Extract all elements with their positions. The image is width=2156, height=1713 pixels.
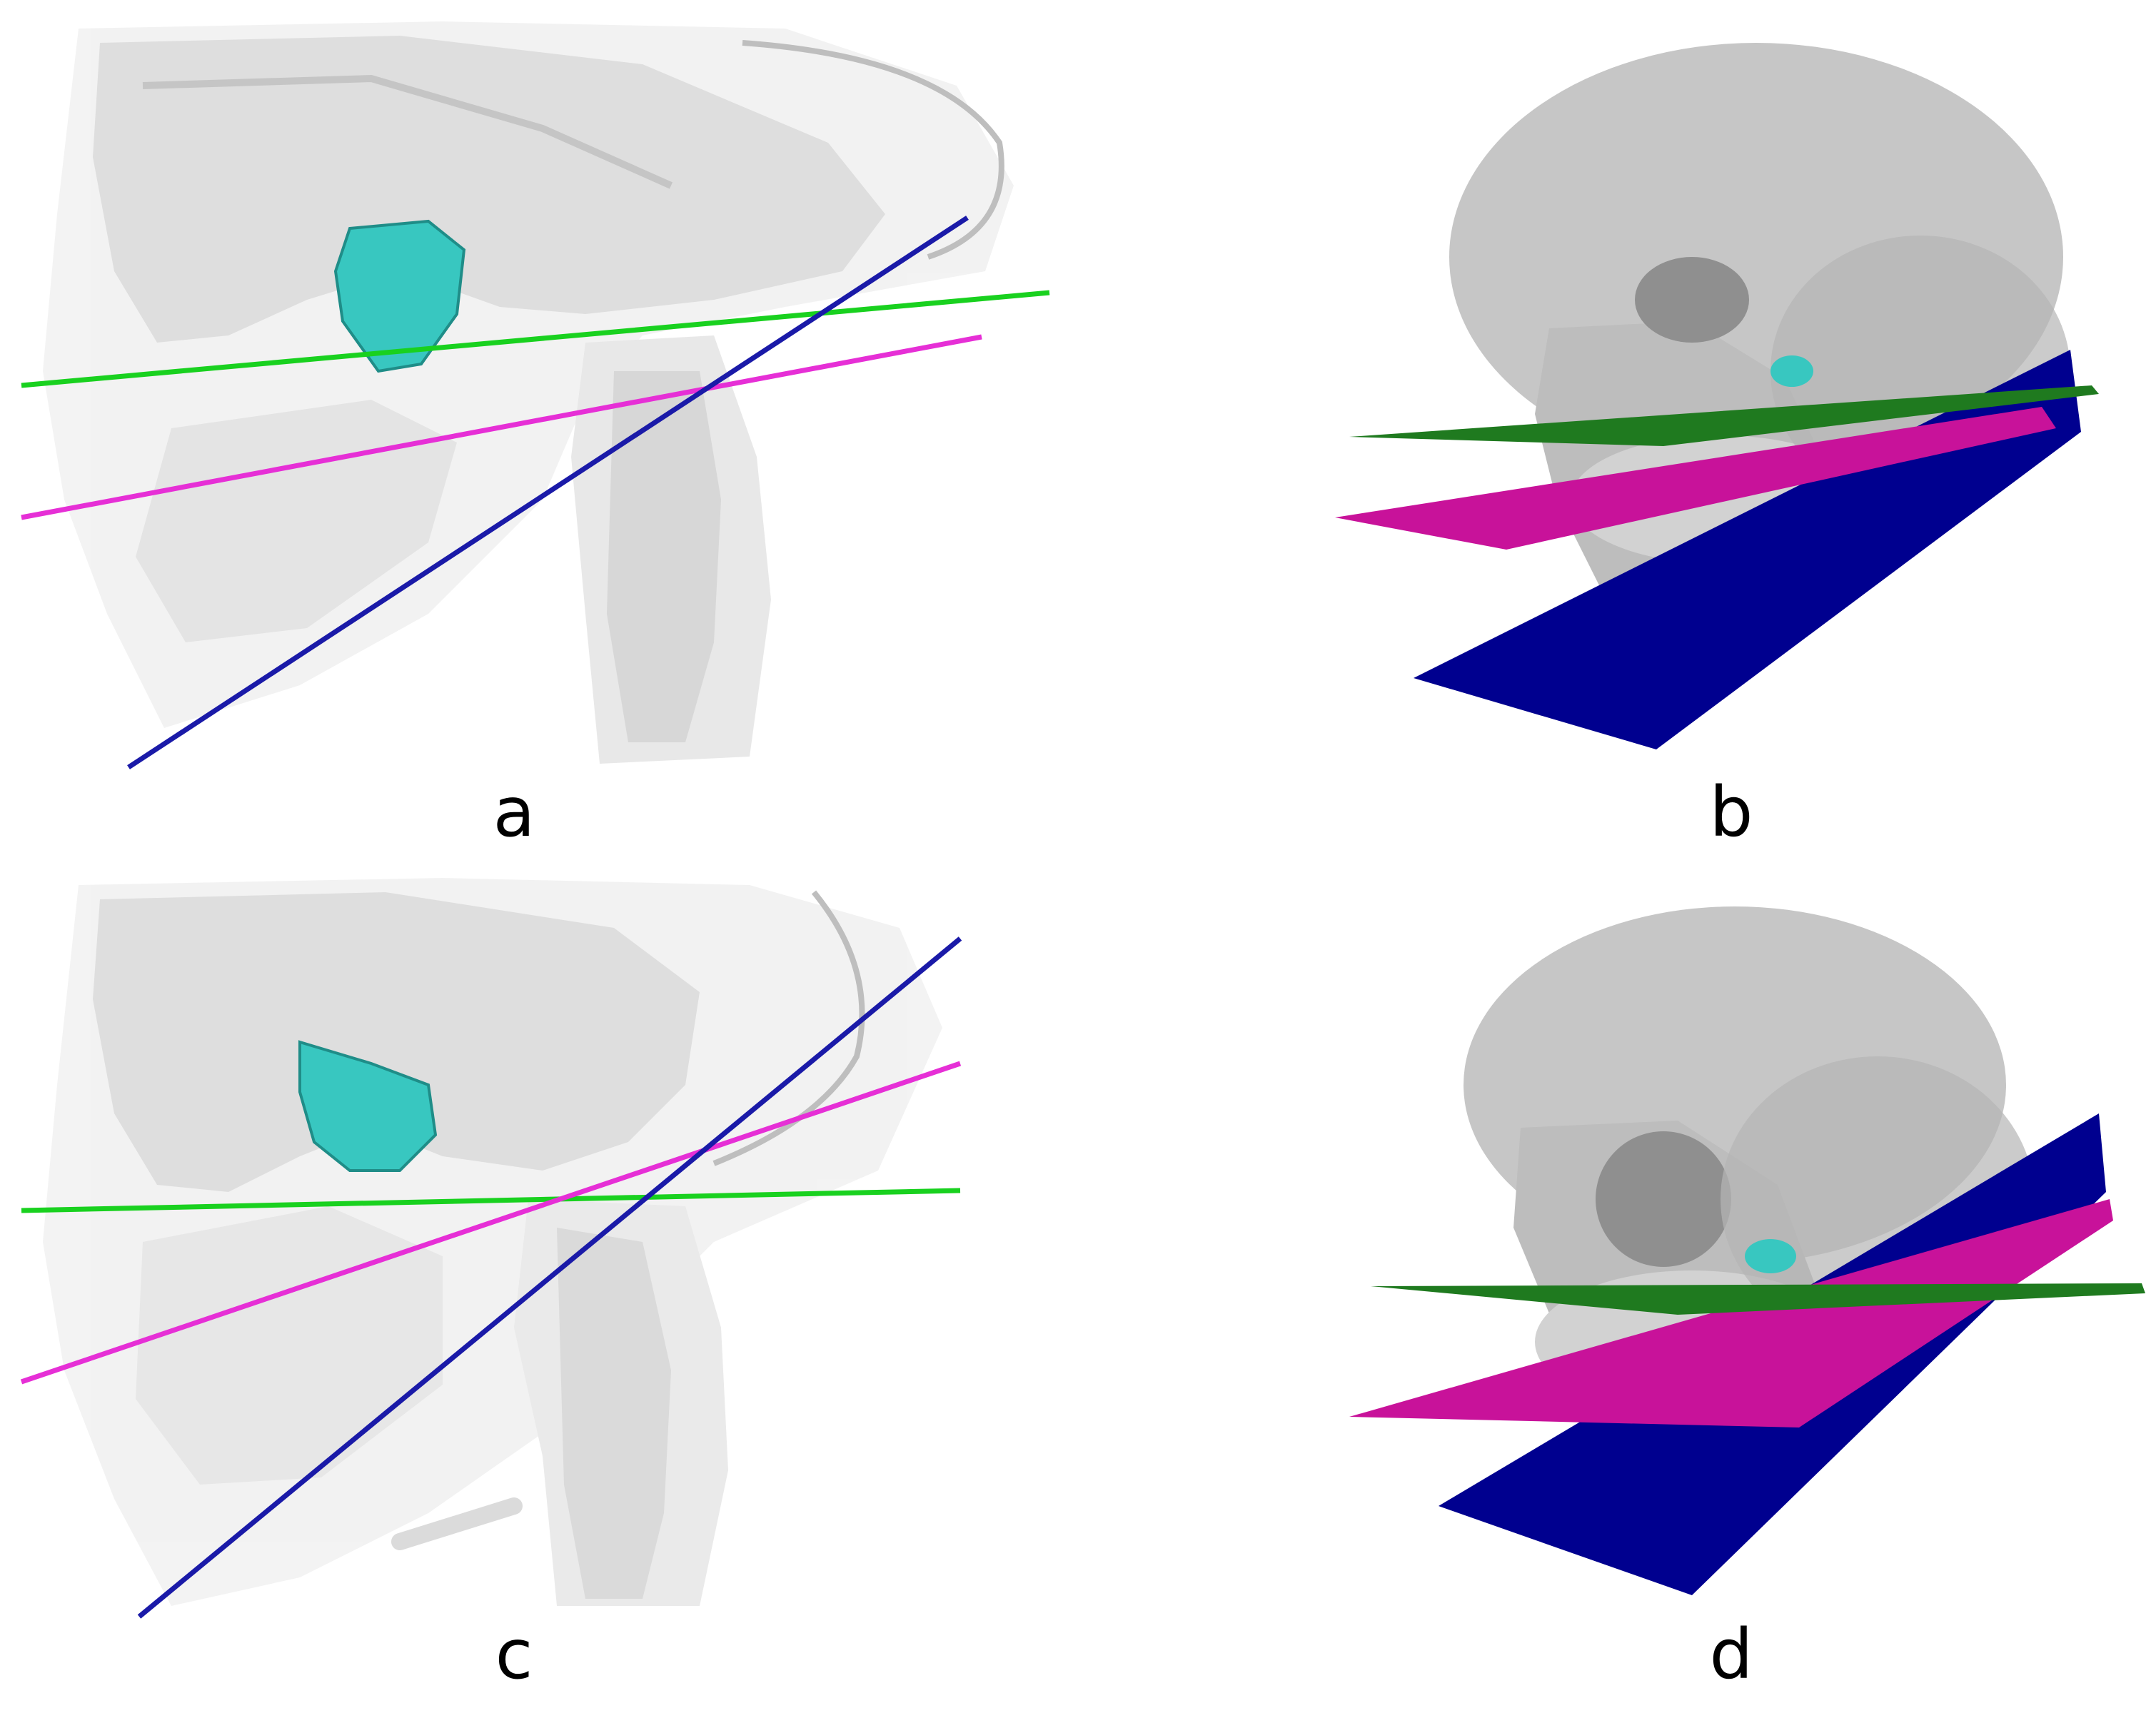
blue-line-c (137, 936, 962, 1619)
panel-b-render (1335, 43, 2099, 749)
magenta-line-c (20, 1061, 962, 1385)
blue-line-a (127, 216, 969, 769)
magenta-plane-d (1349, 1199, 2113, 1428)
green-plane-b (1349, 385, 2099, 446)
magenta-plane-b (1335, 407, 2056, 550)
panel-label-b: b (1709, 772, 1753, 852)
panel-c-render (20, 878, 962, 1619)
panel-a-render (21, 21, 1050, 769)
panel-a (0, 0, 1071, 778)
condyle-d (1745, 1239, 1796, 1273)
panel-d (1335, 899, 2156, 1613)
panel-c (0, 871, 1071, 1627)
panel-label-a: a (493, 772, 535, 852)
panel-d-render (1349, 906, 2145, 1595)
green-line-a (21, 290, 1050, 388)
green-line-c (21, 1188, 961, 1213)
panel-b (1321, 43, 2156, 764)
condyle-a (333, 219, 466, 373)
translucent-skull-a (43, 21, 1014, 764)
condyle-c (298, 1040, 438, 1172)
panel-label-c: c (495, 1615, 533, 1694)
condyle-b (1770, 355, 1813, 387)
panel-label-d: d (1709, 1615, 1753, 1694)
green-plane-d (1371, 1283, 2145, 1315)
translucent-skull-c (43, 878, 942, 1606)
magenta-line-a (21, 334, 982, 520)
